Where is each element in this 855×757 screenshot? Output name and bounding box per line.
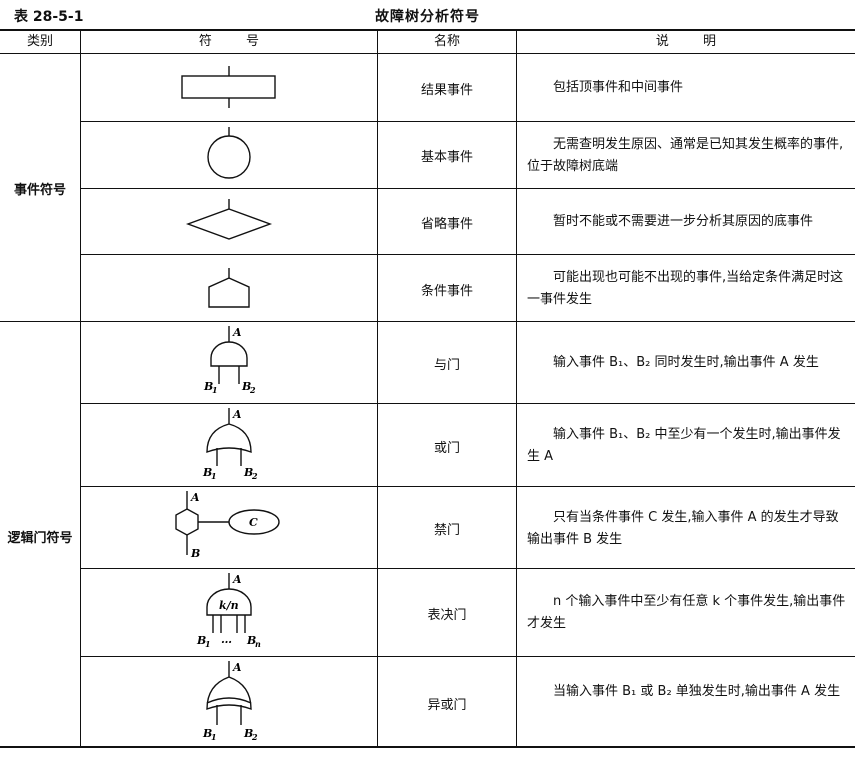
label-a: A <box>232 326 242 339</box>
header-symbol: 符 号 <box>198 34 260 49</box>
label-b2: B <box>243 727 253 740</box>
label-b1: B <box>202 466 212 479</box>
label-b1: B <box>203 380 213 393</box>
row-divider <box>81 254 855 255</box>
label-kn: k/n <box>219 599 239 612</box>
row-name: 或门 <box>433 441 460 456</box>
label-sub2: 2 <box>251 471 258 481</box>
label-b2: B <box>243 466 253 479</box>
row-description: 输入事件 B₁、B₂ 中至少有一个发生时,输出事件发生 A <box>527 427 841 464</box>
result-event-symbol <box>181 66 276 108</box>
row-divider <box>81 568 855 569</box>
row-name: 表决门 <box>427 608 467 623</box>
label-b1: B <box>196 634 206 647</box>
label-subn: n <box>255 639 261 649</box>
row-name: 禁门 <box>433 523 460 538</box>
header-name: 名称 <box>433 34 460 49</box>
section-rule <box>0 321 855 322</box>
column-divider <box>80 31 81 746</box>
label-sub1: 1 <box>212 385 218 395</box>
row-description: 只有当条件事件 C 发生,输入事件 A 的发生才导致输出事件 B 发生 <box>527 510 839 547</box>
row-description: 包括顶事件和中间事件 <box>553 80 684 95</box>
label-sub2: 2 <box>249 385 256 395</box>
row-description: 暂时不能或不需要进一步分析其原因的底事件 <box>553 214 814 229</box>
row-name: 结果事件 <box>420 83 473 98</box>
conditional-event-symbol <box>208 268 250 308</box>
table-number: 表 28-5-1 <box>14 9 84 25</box>
row-name: 省略事件 <box>420 217 473 232</box>
row-description: 当输入事件 B₁ 或 B₂ 单独发生时,输出事件 A 发生 <box>553 684 841 699</box>
row-name: 条件事件 <box>420 284 473 299</box>
label-b1: B <box>202 727 212 740</box>
omitted-event-symbol <box>185 199 273 240</box>
row-description: 无需查明发生原因、通常是已知其发生概率的事件,位于故障树底端 <box>527 137 844 174</box>
table-bottom-rule <box>0 746 855 748</box>
label-sub1: 1 <box>205 639 211 649</box>
basic-event-symbol <box>207 127 251 179</box>
label-a: A <box>232 661 242 674</box>
xor-gate-symbol: A B 1 B 2 <box>202 661 258 742</box>
label-bn: B <box>246 634 256 647</box>
category-event-symbols: 事件符号 <box>13 183 66 198</box>
column-divider <box>516 31 517 746</box>
label-c: C <box>249 516 258 529</box>
header-rule <box>0 53 855 54</box>
table-top-rule <box>0 29 855 31</box>
row-divider <box>81 188 855 189</box>
table-title: 故障树分析符号 <box>375 9 480 25</box>
row-divider <box>81 656 855 657</box>
row-divider <box>81 486 855 487</box>
and-gate-symbol: A B 1 B 2 <box>203 326 256 395</box>
label-sub1: 1 <box>211 471 217 481</box>
label-a: A <box>232 408 242 421</box>
label-b: B <box>190 547 200 560</box>
row-divider <box>81 121 855 122</box>
row-name: 基本事件 <box>420 150 473 165</box>
row-description: 可能出现也可能不出现的事件,当给定条件满足时这一事件发生 <box>527 270 844 307</box>
or-gate-symbol: A B 1 B 2 <box>202 408 258 481</box>
row-divider <box>81 403 855 404</box>
row-description: 输入事件 B₁、B₂ 同时发生时,输出事件 A 发生 <box>553 355 819 370</box>
column-divider <box>377 31 378 746</box>
label-a: A <box>190 491 200 504</box>
table-caption: 表 28-5-1 故障树分析符号 <box>0 6 855 26</box>
row-name: 异或门 <box>427 698 467 713</box>
label-a: A <box>232 573 242 586</box>
voting-gate-symbol: A k/n B 1 … B n <box>196 573 261 649</box>
label-b2: B <box>241 380 251 393</box>
row-name: 与门 <box>433 358 460 373</box>
row-description: n 个输入事件中至少有任意 k 个事件发生,输出事件才发生 <box>527 594 846 631</box>
header-description: 说 明 <box>655 34 717 49</box>
label-sub1: 1 <box>211 732 217 742</box>
header-category: 类别 <box>26 34 53 49</box>
inhibit-gate-symbol: A B C <box>175 491 280 560</box>
label-dots: … <box>221 633 232 646</box>
category-logic-gate-symbols: 逻辑门符号 <box>7 531 73 546</box>
label-sub2: 2 <box>251 732 258 742</box>
